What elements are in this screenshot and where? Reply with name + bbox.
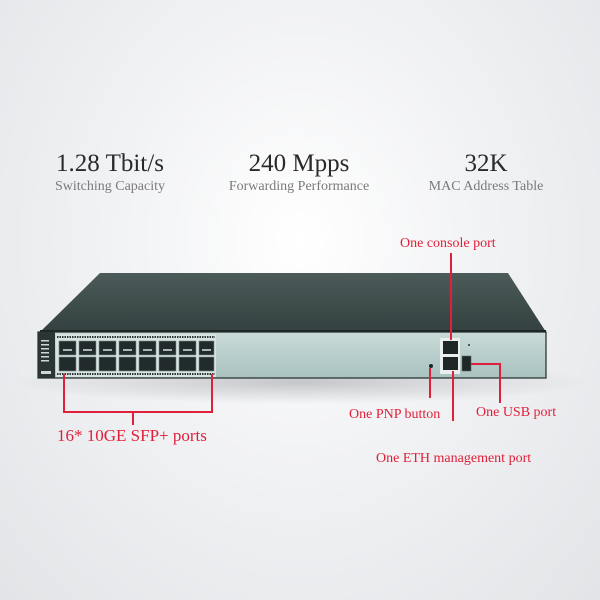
usb-leader-line-h — [471, 363, 501, 365]
console-port-label: One console port — [400, 236, 496, 251]
eth-management-port-label: One ETH management port — [376, 451, 532, 466]
stat-label: Forwarding Performance — [228, 179, 370, 194]
stat-label: MAC Address Table — [428, 179, 544, 194]
stat-label: Switching Capacity — [54, 179, 166, 194]
console-leader-line — [450, 253, 452, 340]
stat-forwarding-performance: 240 Mpps Forwarding Performance — [199, 150, 399, 196]
sfp-ports-label: 16* 10GE SFP+ ports — [57, 426, 207, 445]
eth-leader-line — [452, 371, 454, 421]
usb-port — [461, 355, 472, 372]
sfp-bracket-left — [63, 374, 65, 412]
stat-value: 240 Mpps — [248, 150, 350, 177]
sfp-bracket-right — [211, 374, 213, 412]
usb-port-label: One USB port — [476, 405, 557, 420]
eth-management-port — [443, 357, 458, 370]
sfp-bracket-stem — [132, 411, 134, 425]
stat-mac-address-table: 32K MAC Address Table — [386, 150, 586, 196]
pnp-button — [429, 364, 433, 368]
stat-switching-capacity: 1.28 Tbit/s Switching Capacity — [10, 150, 210, 196]
sfp-ports — [58, 340, 215, 372]
pnp-leader-line — [429, 368, 431, 398]
pnp-button-label: One PNP button — [349, 407, 441, 422]
console-port — [443, 341, 458, 354]
chassis-top — [40, 273, 546, 332]
stat-value: 32K — [464, 150, 508, 177]
sfp-bracket-bottom — [63, 411, 213, 413]
usb-leader-line-v — [499, 363, 501, 403]
stat-value: 1.28 Tbit/s — [56, 150, 164, 177]
